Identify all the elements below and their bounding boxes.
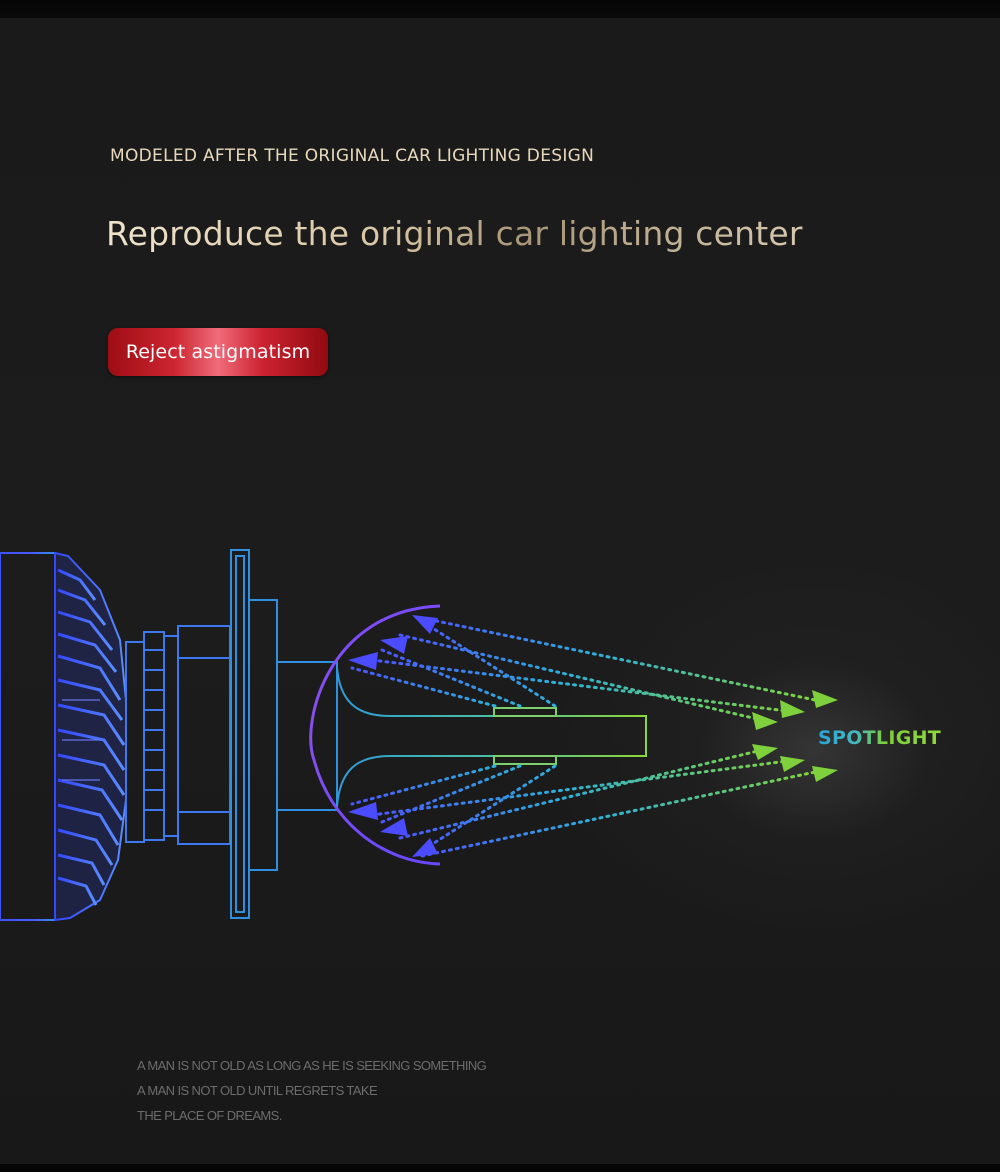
- spotlight-label: SPOTLIGHT: [818, 727, 942, 749]
- reflector-arrowheads: [348, 615, 438, 857]
- headlight-beam-diagram: [0, 549, 838, 922]
- quote-block: A MAN IS NOT OLD AS LONG AS HE IS SEEKIN…: [137, 1053, 487, 1128]
- quote-line: THE PLACE OF DREAMS.: [137, 1108, 282, 1123]
- feature-badge: Reject astigmatism: [108, 328, 328, 376]
- led-rays: [350, 618, 557, 854]
- led-stem: [336, 667, 647, 807]
- feature-badge-label: Reject astigmatism: [125, 341, 311, 363]
- mounting-flange: [230, 549, 338, 919]
- light-beams: [370, 616, 817, 858]
- reflector-cup: [309, 604, 441, 866]
- page-headline: Reproduce the original car lighting cent…: [106, 214, 803, 253]
- quote-line: A MAN IS NOT OLD UNTIL REGRETS TAKE: [137, 1083, 378, 1098]
- eyebrow-text: MODELED AFTER THE ORIGINAL CAR LIGHTING …: [110, 146, 595, 166]
- spotlight-arrowheads: [752, 690, 838, 782]
- bottom-border: [0, 1164, 1000, 1172]
- top-border: [0, 0, 1000, 18]
- bulb-collar: [125, 625, 231, 845]
- quote-line: A MAN IS NOT OLD AS LONG AS HE IS SEEKIN…: [137, 1058, 487, 1073]
- led-bulb-body: [0, 551, 127, 922]
